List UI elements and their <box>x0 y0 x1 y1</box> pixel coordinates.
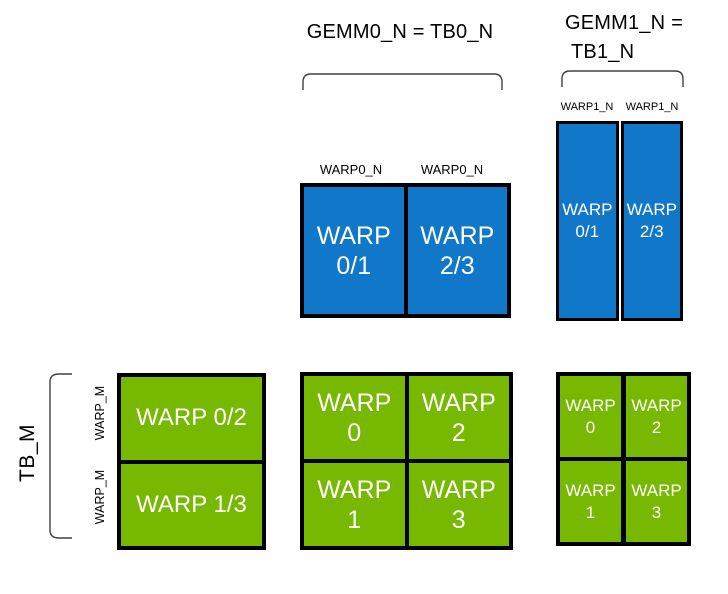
warp-tile-text: 2 <box>451 418 466 447</box>
warp-tile-text: 0/1 <box>336 251 372 280</box>
warp-tile-text: 2/3 <box>639 222 664 241</box>
warp-tile-text: 2 <box>651 417 662 437</box>
warp-m-label-top: WARP_M <box>93 385 107 441</box>
operand-a-warp-rows: WARP 0/2 WARP 1/3 <box>117 373 266 550</box>
warp0-n-label-left: WARP0_N <box>319 162 383 177</box>
warp-0-tile: WARP 0 <box>560 376 621 457</box>
warp-tile-text: WARP 0/2 <box>136 404 247 432</box>
gemm0-warp-tile-23: WARP 2/3 <box>407 187 507 314</box>
gemm0-warp-grid: WARP 0 WARP 2 WARP 1 WARP 3 <box>300 372 513 550</box>
warp-tile-text: WARP <box>420 221 495 250</box>
tb-m-span-bracket <box>49 373 72 539</box>
warp-row-13: WARP 1/3 <box>121 463 262 546</box>
warp-tile-text: 3 <box>451 505 466 534</box>
warp-tile-text: WARP 1/3 <box>136 490 247 518</box>
warp-tile-text: 0 <box>585 417 596 437</box>
warp-2-tile: WARP 2 <box>626 376 687 457</box>
warp-tile-text: WARP <box>317 475 392 504</box>
tb-m-label: TB_M <box>16 423 39 483</box>
warp-tile-text: WARP <box>565 480 616 500</box>
warp-tile-text: WARP <box>316 221 391 250</box>
warp-1-tile: WARP 1 <box>304 463 405 546</box>
gemm0-n-title: GEMM0_N = TB0_N <box>306 21 494 43</box>
warp1-n-label-left: WARP1_N <box>560 101 614 113</box>
warp-2-tile: WARP 2 <box>408 376 509 459</box>
warp-tile-text: WARP <box>562 200 613 219</box>
warp-tile-text: 0 <box>347 418 362 447</box>
warp-3-tile: WARP 3 <box>626 461 687 542</box>
warp-tile-text: 2/3 <box>439 251 475 280</box>
gemm1-n-title-line2: TB1_N <box>571 41 635 63</box>
gemm0-warp-tile-01: WARP 0/1 <box>304 187 404 314</box>
warp-tile-text: 1 <box>347 505 362 534</box>
gemm1-n-title: GEMM1_N = TB1_N <box>565 9 683 67</box>
warp-m-label-bottom: WARP_M <box>93 469 107 525</box>
gemm0-accumulator-tiles: WARP 0/1 WARP 2/3 <box>300 183 511 318</box>
gemm1-n-span-bracket <box>561 70 684 87</box>
warp-tile-text: WARP <box>631 395 682 415</box>
gemm1-warp-grid: WARP 0 WARP 2 WARP 1 WARP 3 <box>556 372 691 546</box>
warp-tile-text: WARP <box>317 388 392 417</box>
gemm1-warp-tile-23: WARP 2/3 <box>620 121 683 321</box>
warp-tile-text: WARP <box>421 388 496 417</box>
warp-tile-text: 0/1 <box>575 222 600 241</box>
warp-1-tile: WARP 1 <box>560 461 621 542</box>
warp-tile-text: 3 <box>651 502 662 522</box>
gemm1-n-title-line1: GEMM1_N = <box>565 12 683 34</box>
warp-tile-text: 1 <box>585 502 596 522</box>
warp1-n-label-right: WARP1_N <box>625 101 679 113</box>
warp-0-tile: WARP 0 <box>304 376 405 459</box>
warp-3-tile: WARP 3 <box>408 463 509 546</box>
warp-row-02: WARP 0/2 <box>121 377 262 460</box>
warp-tile-text: WARP <box>626 200 677 219</box>
warp-tile-text: WARP <box>631 480 682 500</box>
gemm0-n-span-bracket <box>302 73 503 90</box>
warp-tile-text: WARP <box>565 395 616 415</box>
warp0-n-label-right: WARP0_N <box>420 162 484 177</box>
gemm1-warp-tile-01: WARP 0/1 <box>556 121 619 321</box>
warp-tile-text: WARP <box>421 475 496 504</box>
gemm1-accumulator-tiles: WARP 0/1 WARP 2/3 <box>556 121 683 321</box>
